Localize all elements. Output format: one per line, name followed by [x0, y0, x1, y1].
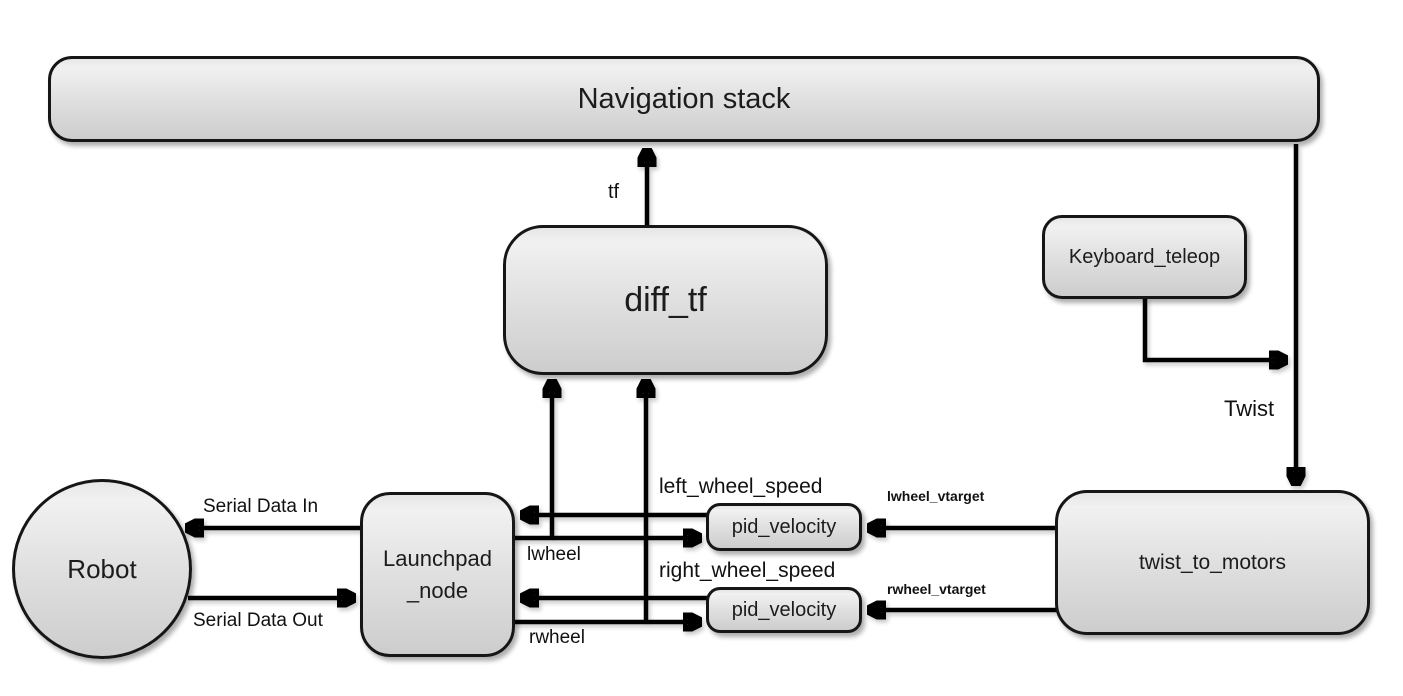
node-launchpad-node-label: Launchpad _node — [383, 545, 492, 603]
node-launchpad-node: Launchpad _node — [360, 492, 515, 657]
edge-label-serial-data-out: Serial Data Out — [193, 610, 323, 631]
node-pid-velocity-left-label: pid_velocity — [731, 515, 837, 538]
node-robot: Robot — [12, 479, 192, 659]
edge-label-lwheel: lwheel — [527, 544, 581, 565]
edge-label-lwheel-vtarget: lwheel_vtarget — [887, 488, 985, 504]
edge-label-rwheel-vtarget: rwheel_vtarget — [887, 581, 986, 597]
edge-label-right-wheel-speed: right_wheel_speed — [659, 559, 836, 582]
node-twist-to-motors-label: twist_to_motors — [1138, 550, 1287, 574]
edge-label-rwheel: rwheel — [529, 627, 585, 648]
node-diff-tf: diff_tf — [503, 225, 828, 375]
edge-label-left-wheel-speed: left_wheel_speed — [659, 475, 823, 498]
edge-label-serial-data-in: Serial Data In — [203, 496, 319, 517]
node-pid-velocity-right-wheel: pid_velocity — [706, 587, 862, 633]
node-keyboard-teleop-label: Keyboard_teleop — [1068, 245, 1221, 268]
node-navigation-stack-label: Navigation stack — [577, 82, 791, 115]
edge-label-twist: Twist — [1224, 396, 1275, 421]
node-navigation-stack: Navigation stack — [48, 56, 1320, 142]
node-keyboard-teleop: Keyboard_teleop — [1042, 215, 1247, 299]
node-pid-velocity-right-label: pid_velocity — [731, 598, 837, 621]
edge-label-tf: tf — [608, 181, 620, 203]
node-twist-to-motors: twist_to_motors — [1055, 490, 1370, 635]
node-pid-velocity-left-wheel: pid_velocity — [706, 503, 862, 551]
node-robot-label: Robot — [67, 553, 137, 584]
edge-keyboard-to-twist — [1142, 298, 1285, 360]
node-diff-tf-label: diff_tf — [624, 280, 707, 319]
